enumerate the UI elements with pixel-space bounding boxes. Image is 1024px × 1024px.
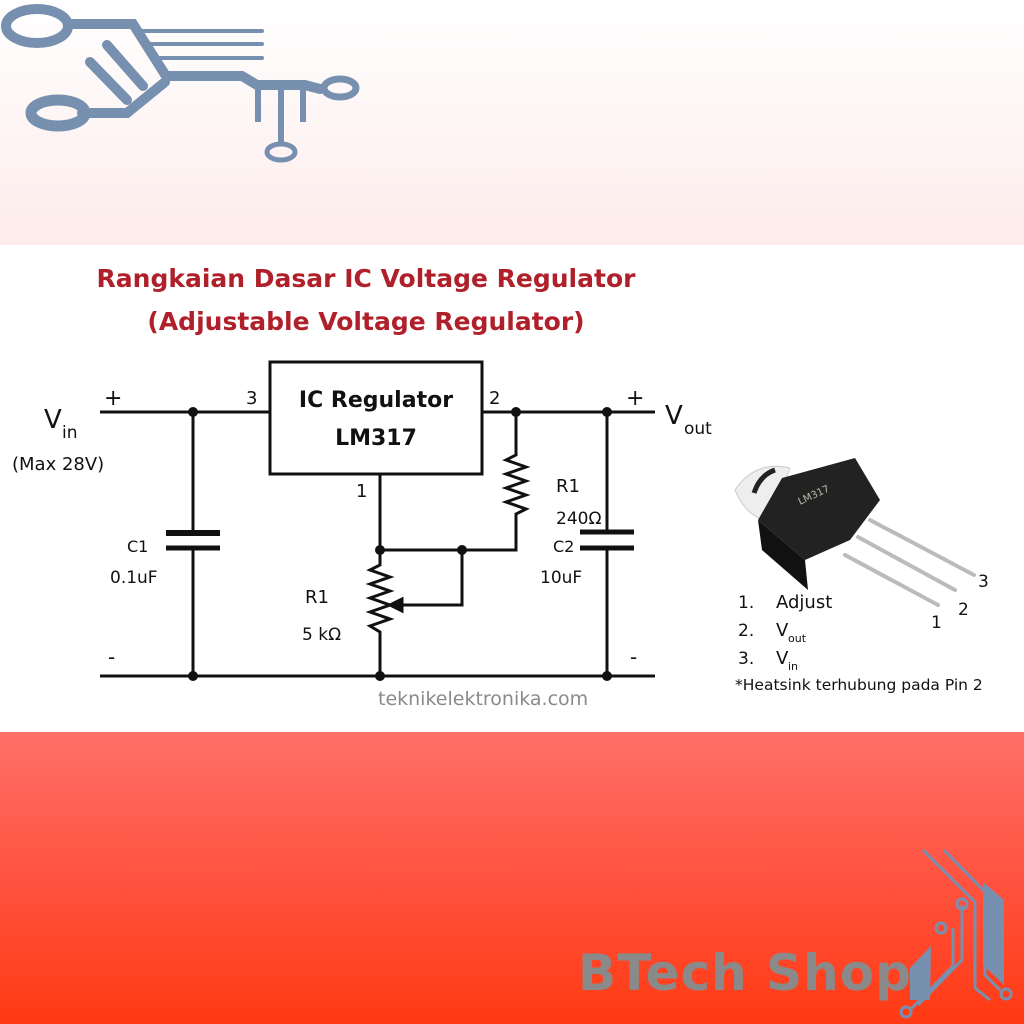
leg-label-2: 2 [958,600,969,620]
title-line-1: Rangkaian Dasar IC Voltage Regulator [97,264,637,293]
vin-minus: - [108,645,115,669]
brand-name: BTech Shop [578,944,912,1002]
c2-name: C2 [553,537,574,556]
pinout-num-2: 2. [738,621,754,641]
ic-regulator-box [268,360,484,476]
leg-label-3: 3 [978,572,989,592]
leg-label-1: 1 [931,613,942,633]
vin-max: (Max 28V) [12,454,104,475]
vin-label: V [44,405,62,435]
ic-part: LM317 [335,426,417,451]
pot-value: 5 kΩ [302,625,341,645]
vout-subscript: out [684,419,712,439]
vout-minus: - [630,645,637,669]
c1-value: 0.1uF [110,568,158,588]
pinout-label-3: V [776,648,789,669]
junction-dots [188,407,612,681]
bottom-band [0,732,1024,1024]
ic-label: IC Regulator [299,388,453,413]
wiper-arrow-icon [386,596,404,614]
pinout-label-2: V [776,620,789,641]
heatsink-note: *Heatsink terhubung pada Pin 2 [735,676,983,694]
vin-plus: + [104,386,122,411]
vout-label: V [665,401,683,431]
pin-3-label: 3 [246,388,257,409]
c1-name: C1 [127,537,148,556]
pinout-sub-2: out [788,632,807,645]
c2-value: 10uF [540,568,582,588]
top-band [0,0,1024,245]
circuit-logo-icon [1,4,360,163]
pinout-num-1: 1. [738,593,754,613]
pin-2-label: 2 [489,388,500,409]
pot-name: R1 [305,587,329,608]
vout-plus: + [626,386,644,411]
lm317-photo: LM317 1 2 3 [734,458,989,633]
pinout-num-3: 3. [738,649,754,669]
watermark: teknikelektronika.com [378,688,588,710]
r1-value: 240Ω [556,509,601,529]
pinout-legend: 1. Adjust 2. V out 3. V in *Heatsink ter… [735,592,983,694]
schematic [100,360,655,681]
pinout-sub-3: in [788,660,798,673]
c1-plate [166,530,220,536]
pinout-label-1: Adjust [776,592,832,613]
title-line-2: (Adjustable Voltage Regulator) [147,307,584,336]
r1-name: R1 [556,476,580,497]
brand-logo-icon [899,848,1013,1019]
pin-1-label: 1 [356,481,367,502]
vin-subscript: in [62,423,78,443]
